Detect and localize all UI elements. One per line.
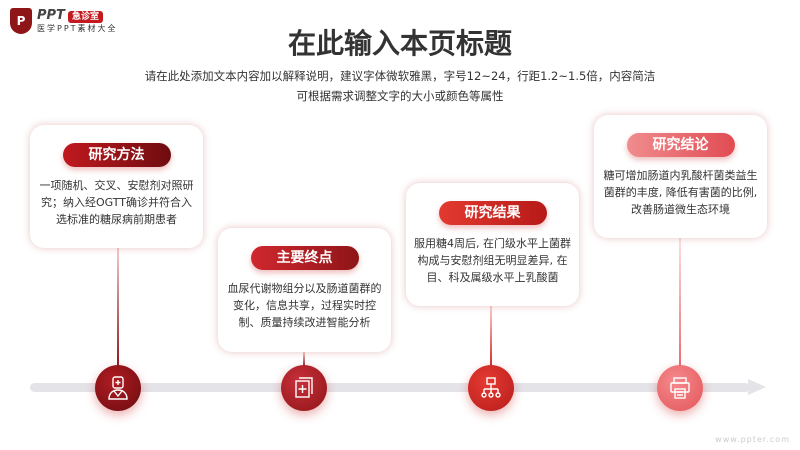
card-research-conclusion: 研究结论 糖可增加肠道内乳酸杆菌类益生菌群的丰度, 降低有害菌的比例, 改善肠道… — [594, 115, 767, 238]
card-label: 研究结果 — [438, 201, 547, 225]
card-research-method: 研究方法 一项随机、交叉、安慰剂对照研究；纳入经OGTT确诊并符合入选标准的糖尿… — [30, 125, 203, 248]
printer-icon — [657, 365, 703, 411]
logo-tagline: 医学PPT素材大全 — [37, 24, 118, 33]
hierarchy-icon — [468, 365, 514, 411]
medical-document-icon — [281, 365, 327, 411]
logo-badge: 急诊室 — [67, 11, 103, 23]
connector-line — [303, 352, 305, 368]
card-primary-endpoint: 主要终点 血尿代谢物组分以及肠道菌群的变化，信息共享，过程实时控制、质量持续改进… — [218, 228, 391, 352]
doctor-icon — [95, 365, 141, 411]
card-label: 研究方法 — [62, 143, 171, 167]
timeline-arrow-icon — [748, 379, 766, 395]
card-text: 糖可增加肠道内乳酸杆菌类益生菌群的丰度, 降低有害菌的比例, 改善肠道微生态环境 — [603, 169, 758, 216]
subtitle-line: 请在此处添加文本内容加以解释说明，建议字体微软雅黑，字号12~24，行距1.2~… — [144, 69, 656, 83]
connector-line — [679, 238, 681, 368]
connector-line — [117, 248, 119, 368]
card-label: 研究结论 — [626, 133, 735, 157]
card-label: 主要终点 — [250, 246, 359, 270]
logo-name: PPT — [37, 8, 65, 23]
connector-line — [490, 306, 492, 368]
shield-logo-icon: P — [10, 8, 32, 34]
card-text: 一项随机、交叉、安慰剂对照研究；纳入经OGTT确诊并符合入选标准的糖尿病前期患者 — [39, 179, 194, 226]
subtitle-line: 可根据需求调整文字的大小或颜色等属性 — [296, 89, 504, 103]
timeline-axis — [30, 383, 750, 392]
card-research-results: 研究结果 服用糖4周后, 在门级水平上菌群构成与安慰剂组无明显差异, 在目、科及… — [406, 183, 579, 306]
page-title: 在此输入本页标题 — [287, 27, 512, 60]
card-text: 血尿代谢物组分以及肠道菌群的变化，信息共享，过程实时控制、质量持续改进智能分析 — [227, 282, 382, 329]
card-text: 服用糖4周后, 在门级水平上菌群构成与安慰剂组无明显差异, 在目、科及属级水平上… — [414, 237, 571, 284]
subtitle: 请在此处添加文本内容加以解释说明，建议字体微软雅黑，字号12~24，行距1.2~… — [0, 66, 800, 106]
watermark: www.ppter.com — [715, 435, 790, 444]
